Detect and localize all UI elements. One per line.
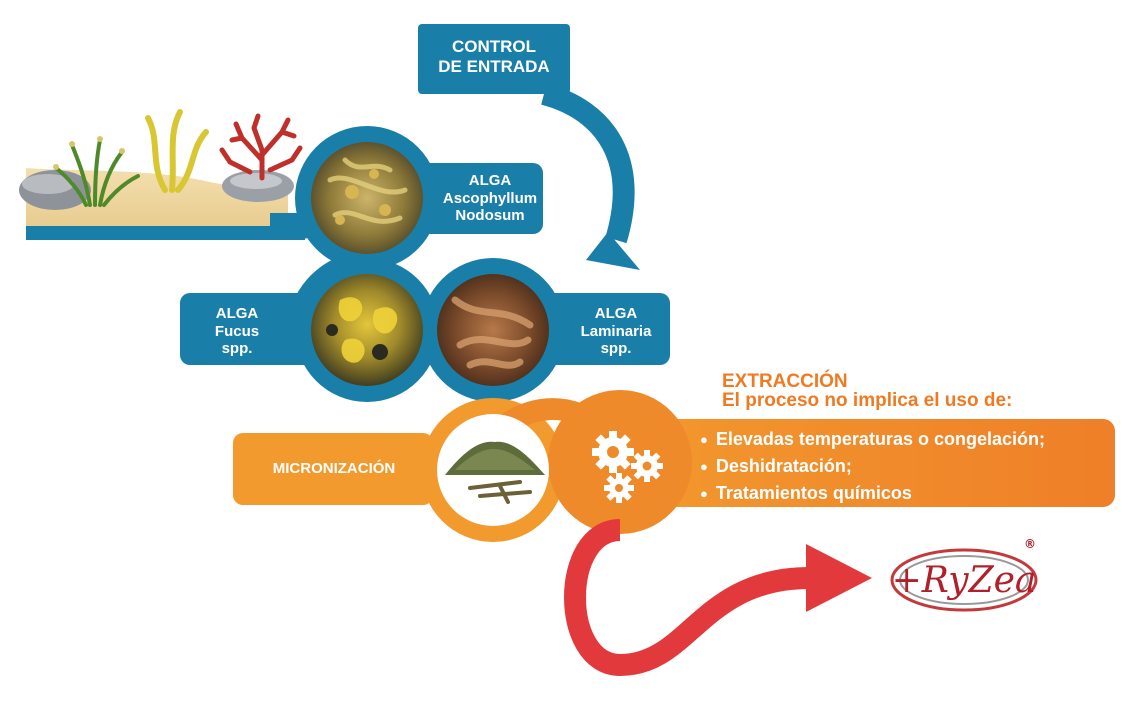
ryzea-logo: +RyZea ® bbox=[890, 537, 1038, 612]
micronizacion-banner bbox=[233, 433, 433, 505]
fucus-label: ALGA Fucus spp. bbox=[214, 305, 260, 358]
fucus-photo bbox=[311, 274, 423, 386]
brand-name: +RyZea bbox=[892, 560, 1037, 601]
ascophyllum-label: ALGA Ascophyllum Nodosum bbox=[442, 172, 538, 225]
seabed-illustration bbox=[19, 109, 305, 240]
list-item: Deshidratación; bbox=[700, 453, 1045, 480]
extraccion-list: Elevadas temperaturas o congelación; Des… bbox=[700, 426, 1045, 507]
control-banner bbox=[418, 24, 570, 94]
list-item: Elevadas temperaturas o congelación; bbox=[700, 426, 1045, 453]
red-arrow-icon bbox=[564, 519, 872, 677]
extraccion-heading: EXTRACCIÓN bbox=[722, 371, 848, 392]
extraccion-title: EXTRACCIÓN El proceso no implica el uso … bbox=[722, 372, 1012, 411]
list-item: Tratamientos químicos bbox=[700, 480, 1045, 507]
registered-mark: ® bbox=[1024, 537, 1036, 551]
control-label: CONTROL DE ENTRADA bbox=[438, 37, 550, 77]
laminaria-banner bbox=[530, 293, 670, 365]
extraccion-subtitle: El proceso no implica el uso de: bbox=[722, 390, 1013, 412]
laminaria-label: ALGA Laminaria spp. bbox=[580, 305, 652, 358]
control-arrow-icon bbox=[586, 232, 640, 270]
micronizacion-label: MICRONIZACIÓN bbox=[272, 460, 396, 477]
laminaria-photo bbox=[437, 274, 549, 386]
ascophyllum-photo bbox=[311, 142, 423, 254]
